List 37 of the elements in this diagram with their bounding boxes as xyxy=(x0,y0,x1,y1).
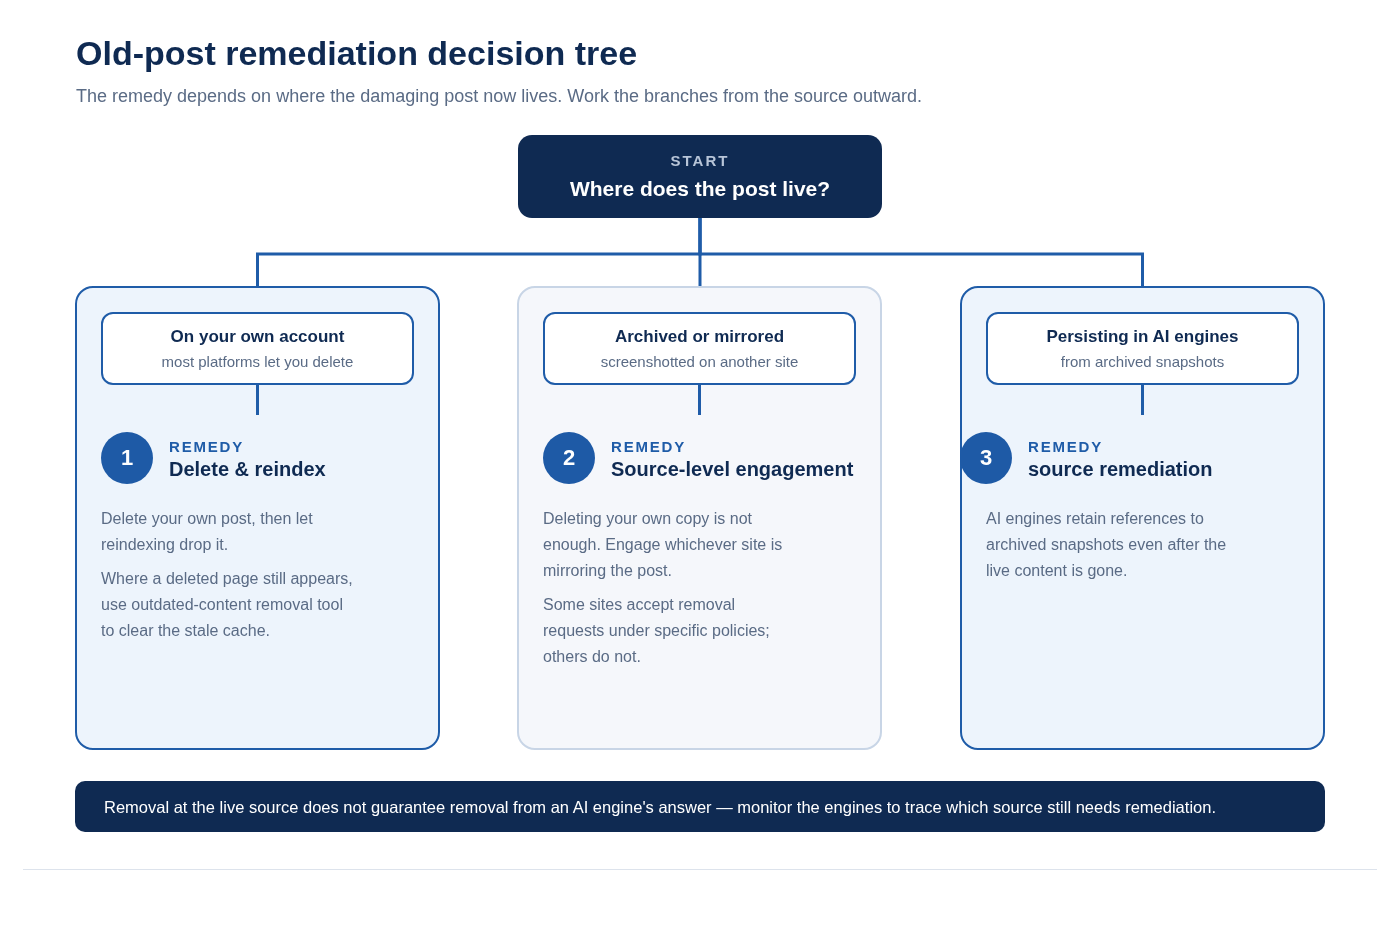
remedy-description: Where a deleted page still appears, use outdated-content removal tool to clear the stale cache. xyxy=(101,569,353,641)
start-label: START xyxy=(670,151,730,170)
connector-line xyxy=(1141,385,1144,415)
condition-title: Archived or mirrored xyxy=(614,326,785,347)
branch-panel xyxy=(75,286,440,750)
remedy-title: Source-level engagement xyxy=(611,456,854,482)
question-text: Where does the post live? xyxy=(569,175,831,202)
remedy-label: REMEDY xyxy=(1028,436,1103,456)
step-number-badge: 1 xyxy=(101,432,153,484)
connector-line xyxy=(256,385,259,415)
condition-note: most platforms let you delete xyxy=(161,352,354,371)
branch-panel xyxy=(960,286,1325,750)
subtitle: The remedy depends on where the damaging post now lives. Work the branches from the source outward. xyxy=(76,85,923,108)
start-box xyxy=(518,135,882,218)
remedy-description: AI engines retain references to archived snapshots even after the live content is gone. xyxy=(986,509,1228,581)
condition-box xyxy=(986,312,1299,385)
remedy-description: Deleting your own copy is not enough. Engage whichever site is mirroring the post. xyxy=(543,509,784,581)
remedy-title: source remediation xyxy=(1028,456,1213,482)
step-number-badge: 2 xyxy=(543,432,595,484)
connector-line xyxy=(698,218,1144,286)
diagram-title: Old-post remediation decision tree xyxy=(76,33,638,74)
remedy-description: Delete your own post, then let reindexing drop it. xyxy=(101,509,314,555)
remedy-label: REMEDY xyxy=(611,436,686,456)
condition-title: Persisting in AI engines xyxy=(1046,326,1239,347)
note-banner xyxy=(75,781,1325,832)
condition-note: screenshotted on another site xyxy=(600,352,799,371)
banner-text: Removal at the live source does not guarantee removal from an AI engine's answer — monitor the engines to trace which source still needs remediation. xyxy=(104,796,1216,818)
remedy-title: Delete & reindex xyxy=(169,456,326,482)
condition-note: from archived snapshots xyxy=(1060,352,1225,371)
branch-panel xyxy=(517,286,882,750)
condition-box xyxy=(543,312,856,385)
connector-line xyxy=(698,385,701,415)
remedy-label: REMEDY xyxy=(169,436,244,456)
condition-box xyxy=(101,312,414,385)
remedy-description: Some sites accept removal requests under specific policies; others do not. xyxy=(543,595,771,667)
condition-title: On your own account xyxy=(170,326,345,347)
step-number-badge: 3 xyxy=(960,432,1012,484)
